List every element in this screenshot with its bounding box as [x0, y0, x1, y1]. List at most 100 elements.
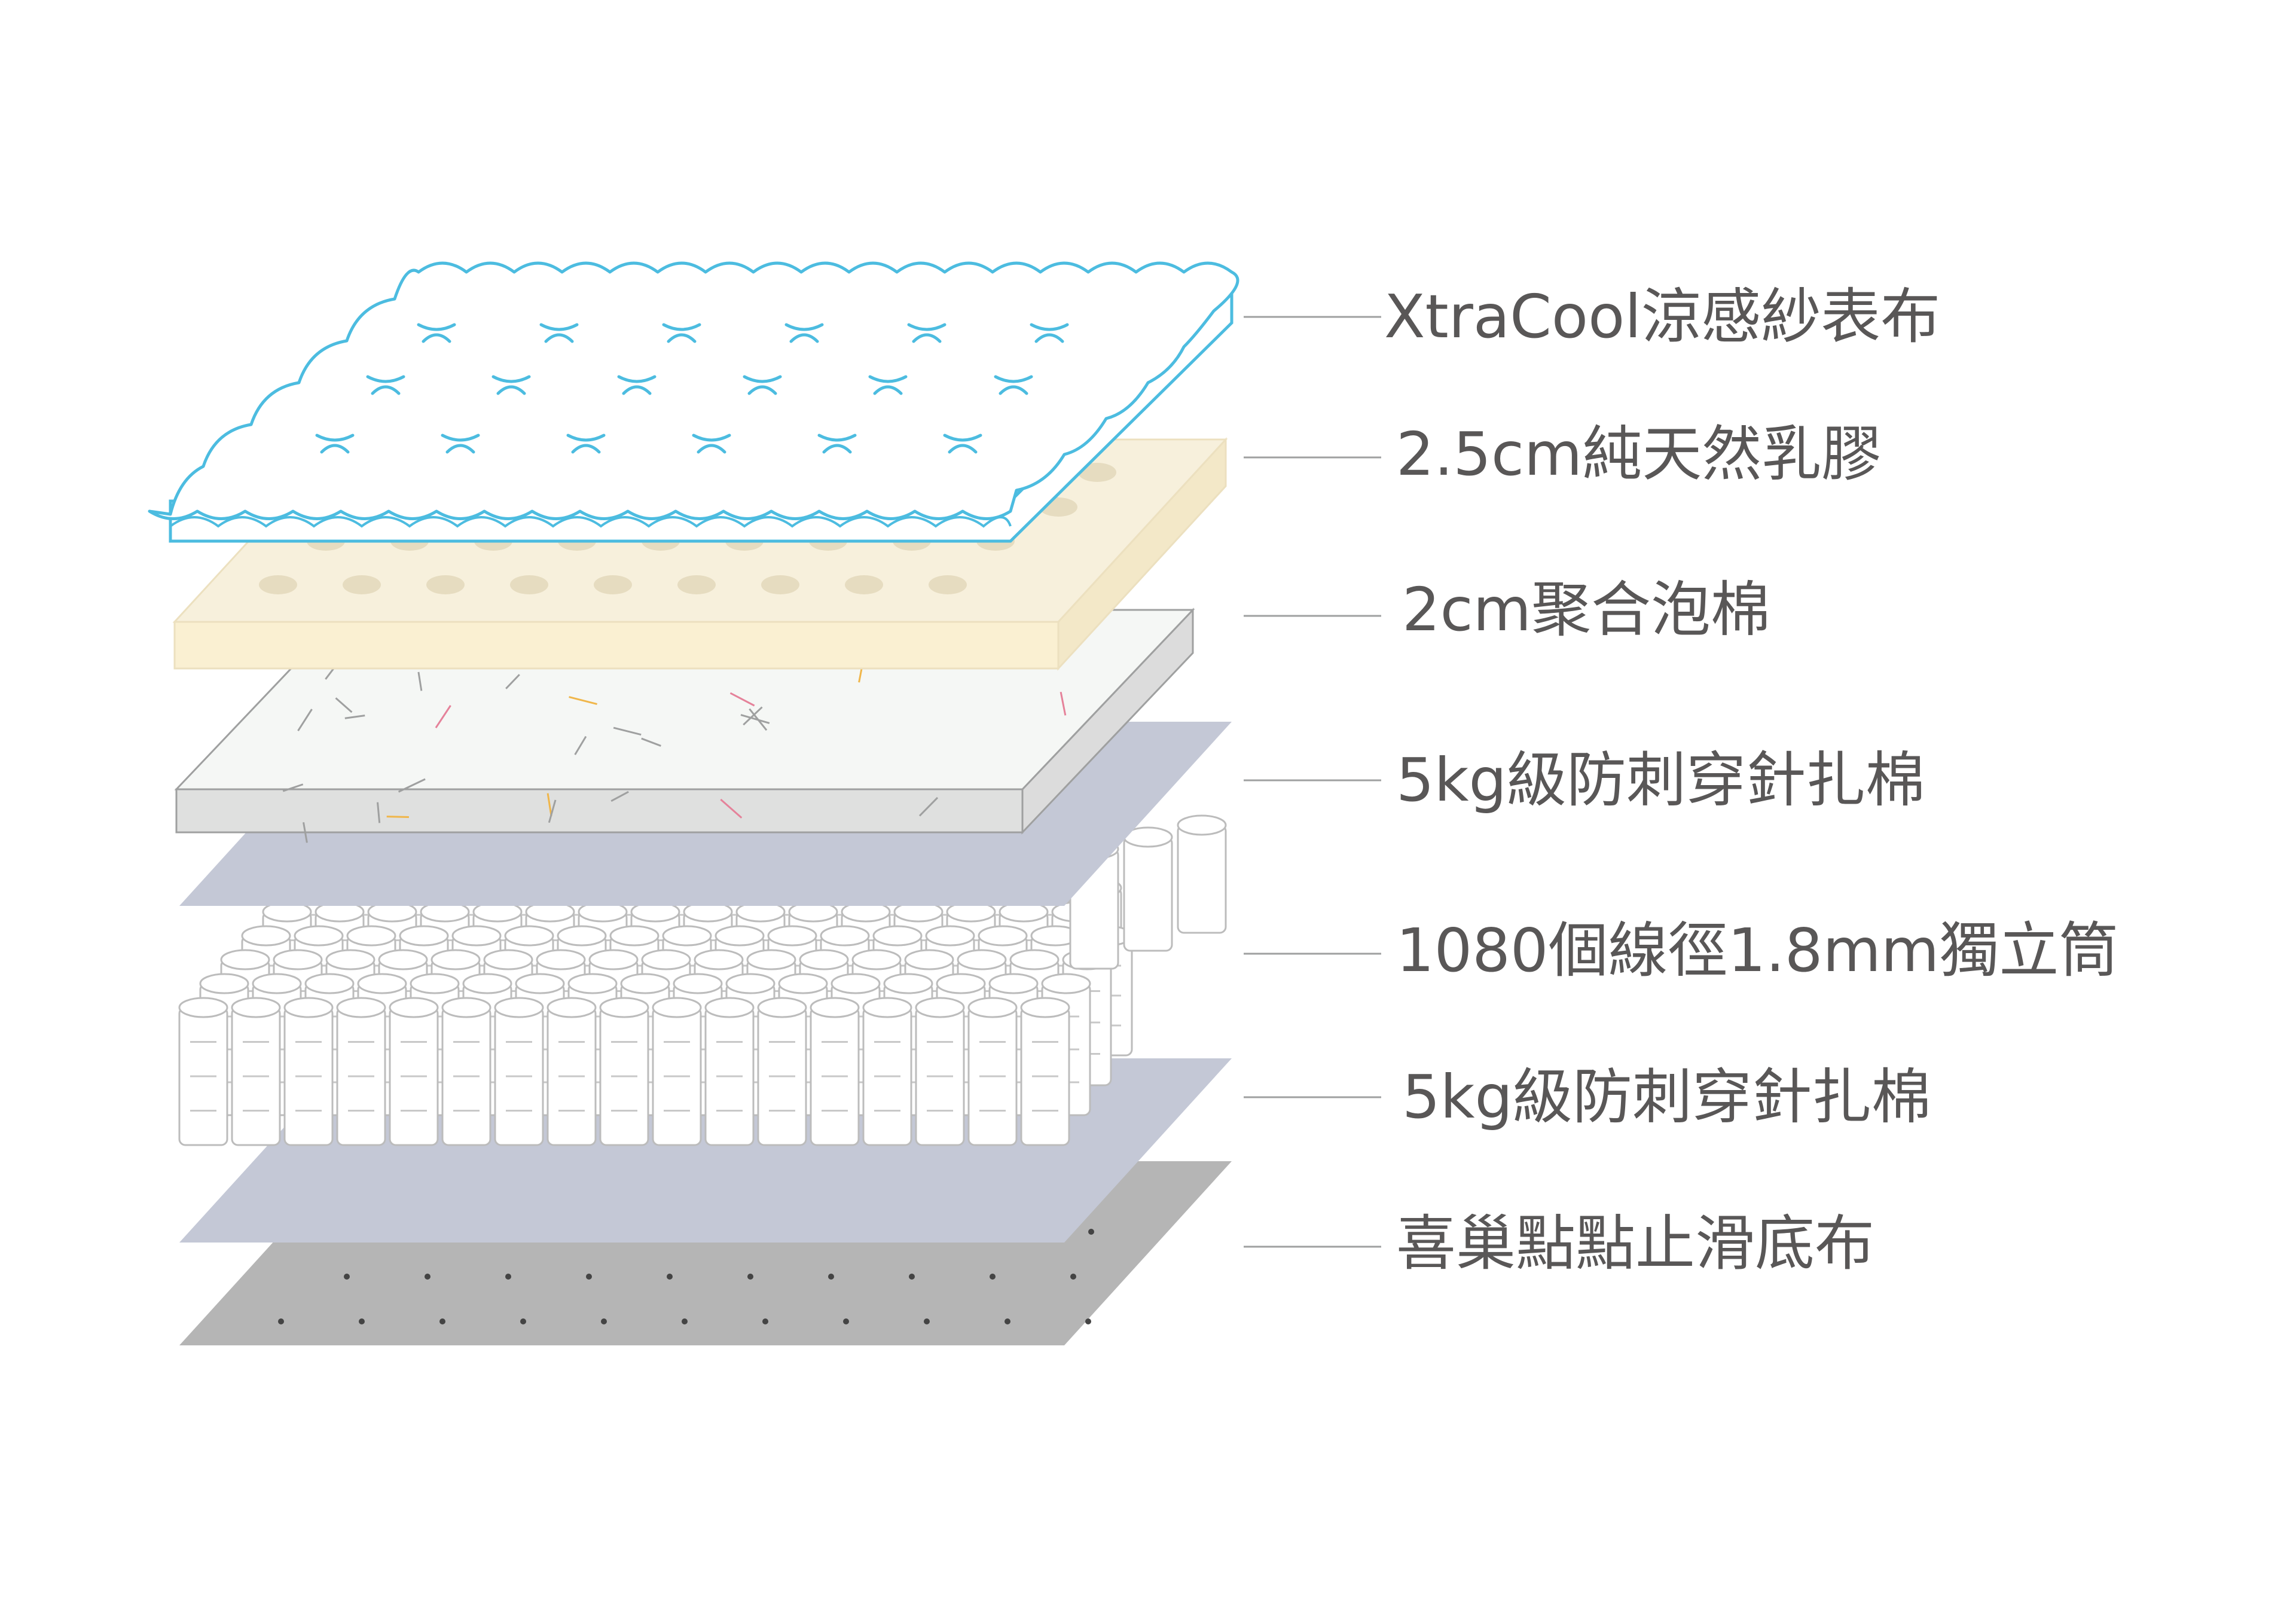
- cover-stitch: [873, 385, 903, 395]
- spring-coil-top: [799, 949, 849, 970]
- spring-coil-top: [988, 973, 1039, 994]
- spring-coil-top: [378, 949, 428, 970]
- foam-fiber: [610, 790, 629, 802]
- foam-fiber: [641, 737, 661, 747]
- spring-coil-top: [504, 925, 554, 947]
- base-dot: [909, 1274, 915, 1280]
- spring-coil-top: [810, 997, 860, 1018]
- spring-coil-top: [546, 997, 597, 1018]
- spring-coil-top: [778, 973, 828, 994]
- spring-coil-top: [325, 949, 375, 970]
- spring-coil-top: [599, 997, 649, 1018]
- cover-stitch: [422, 333, 451, 343]
- cover-stitch: [544, 333, 574, 343]
- spring-coil-top: [967, 997, 1018, 1018]
- spring-coil-top: [915, 997, 965, 1018]
- base-dot: [762, 1318, 768, 1324]
- spring-coil-top: [883, 973, 933, 994]
- spring-coil-top: [231, 997, 281, 1018]
- foam-fiber: [435, 705, 451, 729]
- base-dot: [520, 1318, 526, 1324]
- spring-coil-top: [715, 925, 765, 947]
- base-dot: [682, 1318, 688, 1324]
- spring-coil-top: [652, 997, 702, 1018]
- base-dot: [990, 1274, 996, 1280]
- spring-coil-top: [441, 997, 491, 1018]
- spring-coil-top: [399, 925, 449, 947]
- cover-stitch: [948, 444, 978, 454]
- cover-stitch: [817, 434, 857, 442]
- spring-coil-top: [757, 997, 807, 1018]
- base-dot: [1070, 1274, 1076, 1280]
- spring-coil-top: [252, 973, 302, 994]
- cover-stitch: [692, 434, 731, 442]
- foam-fiber: [344, 715, 365, 719]
- foam-fiber: [546, 793, 552, 817]
- layer-label-foam: 2cm聚合泡棉: [1402, 575, 1771, 645]
- spring-coil-top: [641, 949, 691, 970]
- spring-coil-top: [957, 949, 1007, 970]
- spring-coil-top: [462, 973, 512, 994]
- spring-coil-top: [410, 973, 460, 994]
- latex-front-face: [173, 621, 1060, 670]
- spring-coil-top: [872, 925, 923, 947]
- spring-coil-top: [346, 925, 396, 947]
- base-dot: [1004, 1318, 1010, 1324]
- spring-coil-top: [1041, 973, 1091, 994]
- latex-hole: [343, 575, 381, 594]
- spring-coil-top: [1009, 949, 1060, 970]
- base-dot: [828, 1274, 834, 1280]
- spring-coil-top: [273, 949, 323, 970]
- foam-fiber: [729, 692, 755, 707]
- base-dot: [344, 1274, 350, 1280]
- base-dot: [359, 1318, 365, 1324]
- foam-fiber: [720, 798, 743, 819]
- spring-coil-top: [241, 925, 291, 947]
- latex-hole: [677, 575, 716, 594]
- cover-edge-scallop: [169, 516, 1012, 528]
- cover-stitch: [622, 385, 652, 395]
- base-dot: [667, 1274, 673, 1280]
- cover-stitch: [617, 375, 657, 383]
- cover-stitches: [315, 323, 1069, 454]
- base-dot: [924, 1318, 930, 1324]
- base-dot: [586, 1274, 592, 1280]
- base-dot: [843, 1318, 849, 1324]
- foam-fiber: [505, 674, 520, 689]
- foam-fiber: [377, 802, 381, 823]
- spring-coil-top: [936, 973, 986, 994]
- cover-stitch: [441, 434, 480, 442]
- spring-coil-top: [831, 973, 881, 994]
- spring-coil-top: [567, 973, 618, 994]
- spring-coil-top: [515, 973, 565, 994]
- cover-stitch: [1030, 323, 1069, 331]
- cover-stitch: [445, 444, 475, 454]
- layer-label-latex: 2.5cm純天然乳膠: [1396, 419, 1882, 489]
- spring-coil-top: [694, 949, 744, 970]
- spring-coil: [1123, 836, 1173, 952]
- spring-coil-top: [673, 973, 723, 994]
- spring-coil-top: [536, 949, 586, 970]
- spring-coil-top: [557, 925, 607, 947]
- spring-coil-top: [746, 949, 796, 970]
- layer-label-pocket-springs: 1080個線徑1.8mm獨立筒: [1396, 915, 2119, 985]
- cover-stitch: [320, 444, 350, 454]
- foam-fiber: [335, 697, 353, 713]
- layer-label-lower-felt: 5kg級防刺穿針扎棉: [1402, 1062, 1932, 1132]
- spring-coil-top: [620, 973, 670, 994]
- base-dot: [747, 1274, 753, 1280]
- base-dot: [425, 1274, 430, 1280]
- cover-stitch: [999, 385, 1028, 395]
- spring-coil-top: [851, 949, 902, 970]
- cover-stitch: [912, 333, 942, 343]
- leader-lines: [1244, 316, 1381, 1248]
- base-dot: [439, 1318, 445, 1324]
- cover-stitch: [784, 323, 824, 331]
- foam-fiber: [740, 714, 770, 724]
- spring-coil-top: [925, 925, 975, 947]
- foam-fiber: [743, 706, 763, 726]
- spring-coil-top: [662, 925, 712, 947]
- spring-coil-top: [725, 973, 775, 994]
- foam-fiber: [918, 796, 939, 817]
